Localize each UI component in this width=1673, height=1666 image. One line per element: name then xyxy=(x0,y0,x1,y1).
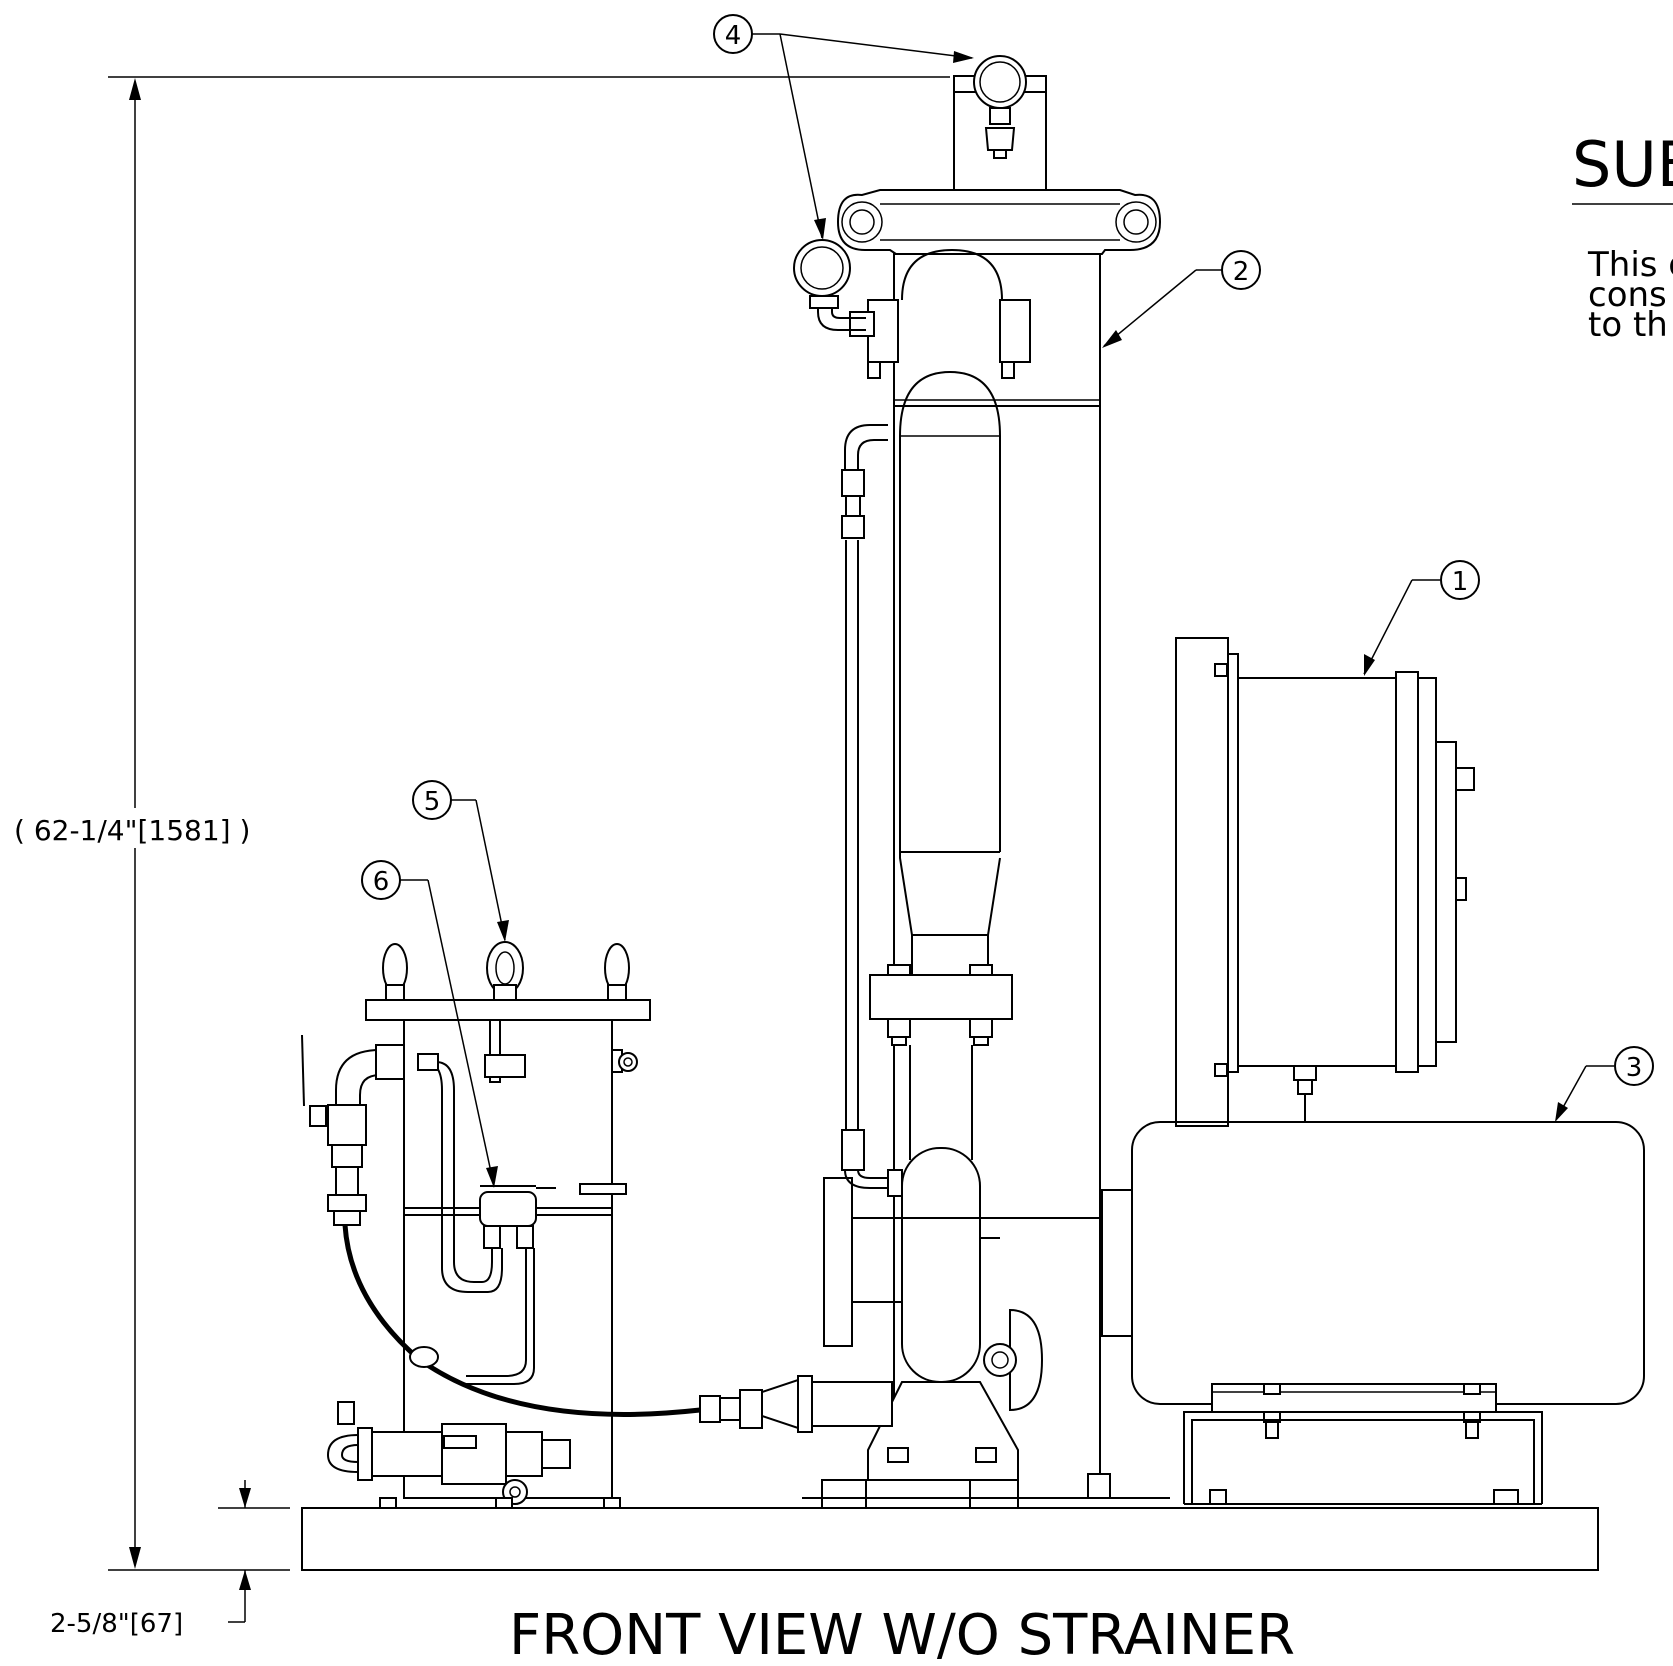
left-tank xyxy=(301,941,651,1509)
sight-tube xyxy=(841,424,903,1197)
side-heading: SUB xyxy=(1572,128,1673,201)
overall-height-label: ( 62-1/4"[1581] ) xyxy=(14,814,250,847)
balloon-2-label: 2 xyxy=(1233,257,1250,287)
balloon-6: 6 xyxy=(361,860,498,1188)
base-height-dimension: 2-5/8"[67] xyxy=(50,1480,290,1639)
control-box xyxy=(1175,637,1475,1127)
view-title: FRONT VIEW W/O STRAINER xyxy=(509,1603,1295,1666)
balloon-3: 3 xyxy=(1555,1046,1654,1122)
pressure-gauge-left xyxy=(793,239,866,331)
balloon-3-label: 3 xyxy=(1626,1053,1643,1083)
flexible-hose xyxy=(342,1224,701,1417)
balloon-1-label: 1 xyxy=(1452,567,1469,597)
balloon-1: 1 xyxy=(1363,560,1480,676)
side-note-line-2: cons xyxy=(1588,275,1667,315)
balloon-5: 5 xyxy=(412,780,509,942)
side-note-line-1: This d xyxy=(1587,245,1673,285)
central-column xyxy=(699,55,1170,1509)
balloon-4: 4 xyxy=(713,14,974,240)
balloon-6-label: 6 xyxy=(373,867,390,897)
base-plate xyxy=(301,1507,1599,1571)
side-note-line-3: to th xyxy=(1588,305,1668,345)
motor xyxy=(1101,1121,1645,1505)
balloon-4-label: 4 xyxy=(725,21,742,51)
base-height-label: 2-5/8"[67] xyxy=(50,1609,183,1639)
balloon-2: 2 xyxy=(1102,250,1261,348)
overall-height-dimension: ( 62-1/4"[1581] ) xyxy=(8,76,950,1571)
balloon-5-label: 5 xyxy=(424,787,441,817)
